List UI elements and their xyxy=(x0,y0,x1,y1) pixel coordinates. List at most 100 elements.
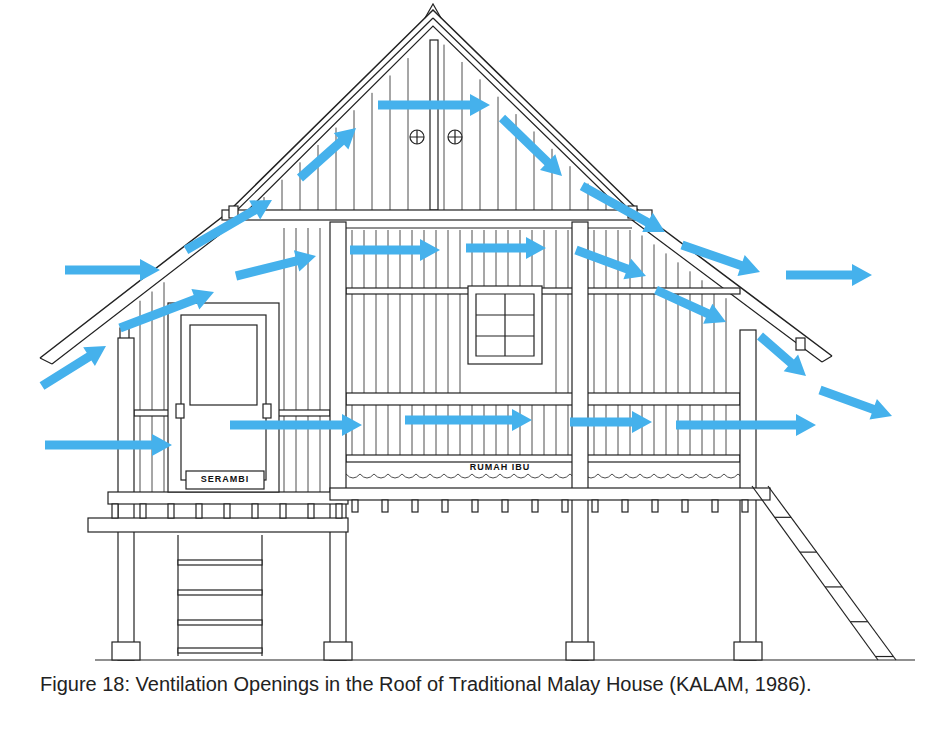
wall-board xyxy=(412,294,413,393)
stair-tread xyxy=(178,620,262,625)
roof-board xyxy=(231,18,636,216)
figure-caption: Figure 18: Ventilation Openings in the R… xyxy=(40,672,900,697)
wall-board xyxy=(666,405,667,455)
airflow-arrow xyxy=(499,115,562,176)
wall-board xyxy=(436,405,437,455)
wall-board xyxy=(412,230,413,288)
wall-board xyxy=(424,230,425,288)
wall-board xyxy=(654,244,655,288)
gable-board xyxy=(390,75,391,210)
gable-board xyxy=(408,58,409,210)
door-frame xyxy=(181,315,266,480)
wall-board xyxy=(544,405,545,455)
post-base xyxy=(112,642,140,660)
airflow-arrow xyxy=(786,264,872,286)
joist xyxy=(532,500,538,512)
wall-board xyxy=(630,230,631,288)
wall-board xyxy=(400,405,401,455)
joist xyxy=(562,500,568,512)
airflow-arrows xyxy=(40,94,892,456)
joist xyxy=(682,500,688,512)
wall-board xyxy=(594,294,595,393)
wall-board xyxy=(568,405,569,455)
joist xyxy=(502,500,508,512)
wall-board xyxy=(376,230,377,288)
skirting xyxy=(346,474,752,478)
wall-boards xyxy=(140,228,726,492)
wall-board xyxy=(556,294,557,393)
ladder-rail xyxy=(768,486,896,660)
airflow-arrow xyxy=(574,246,646,279)
joist xyxy=(280,504,286,518)
gable-board xyxy=(444,45,445,210)
wall-board xyxy=(618,405,619,455)
wall-board xyxy=(556,230,557,288)
wall-board xyxy=(544,230,545,288)
joist xyxy=(742,500,748,512)
wall-rail xyxy=(346,393,740,405)
post xyxy=(572,222,588,660)
airflow-arrow xyxy=(676,414,816,436)
wall-board xyxy=(568,230,569,288)
airflow-arrow xyxy=(184,200,272,254)
joist xyxy=(592,500,598,512)
wall-board xyxy=(448,294,449,393)
ladder-rungs xyxy=(775,517,894,656)
wall-board xyxy=(642,294,643,393)
wall-plate xyxy=(346,227,632,228)
wall-board xyxy=(520,230,521,288)
wall-board xyxy=(714,405,715,455)
airflow-arrow xyxy=(654,286,726,324)
joist xyxy=(382,500,388,512)
floor-beam xyxy=(88,518,348,532)
room-label: SERAMBI xyxy=(199,475,252,485)
airflow-arrow xyxy=(378,94,490,116)
wall-board xyxy=(678,405,679,455)
door-panel xyxy=(190,325,257,405)
wall-board xyxy=(364,294,365,393)
airflow-arrow xyxy=(40,346,106,390)
door-frame xyxy=(168,303,279,492)
joist xyxy=(336,504,342,518)
label-board xyxy=(186,471,264,489)
airflow-arrow xyxy=(235,250,316,280)
joist xyxy=(412,500,418,512)
wall-board xyxy=(594,405,595,455)
wall-board xyxy=(388,294,389,393)
gable-board xyxy=(318,145,319,210)
floor-beam xyxy=(108,492,348,504)
joist xyxy=(168,504,174,518)
window xyxy=(468,286,542,364)
wall-board xyxy=(140,416,141,492)
airflow-arrow xyxy=(118,289,214,332)
vent-cross xyxy=(410,130,462,144)
wall-board xyxy=(532,230,533,288)
wall-board xyxy=(376,294,377,393)
wall-board xyxy=(284,228,285,410)
floor-beam xyxy=(330,488,770,500)
wall-board xyxy=(412,405,413,455)
wall-board xyxy=(726,298,727,393)
wall-board xyxy=(436,294,437,393)
ladder-rung xyxy=(875,656,893,657)
hinge xyxy=(176,404,184,418)
ground-line xyxy=(95,659,915,660)
tie-beam xyxy=(222,210,652,220)
wall-board xyxy=(448,230,449,288)
wall-board xyxy=(618,230,619,288)
window-grid xyxy=(476,294,534,356)
ladder-rung xyxy=(850,621,868,622)
wall-board xyxy=(424,405,425,455)
joist xyxy=(442,500,448,512)
joist xyxy=(140,504,146,518)
wall-board xyxy=(352,230,353,288)
wall-board xyxy=(460,294,461,393)
wall-board xyxy=(472,230,473,288)
wall-board xyxy=(388,230,389,288)
wall-board xyxy=(606,294,607,393)
wall-board xyxy=(630,405,631,455)
wall-board xyxy=(532,405,533,455)
post-base xyxy=(566,642,594,660)
